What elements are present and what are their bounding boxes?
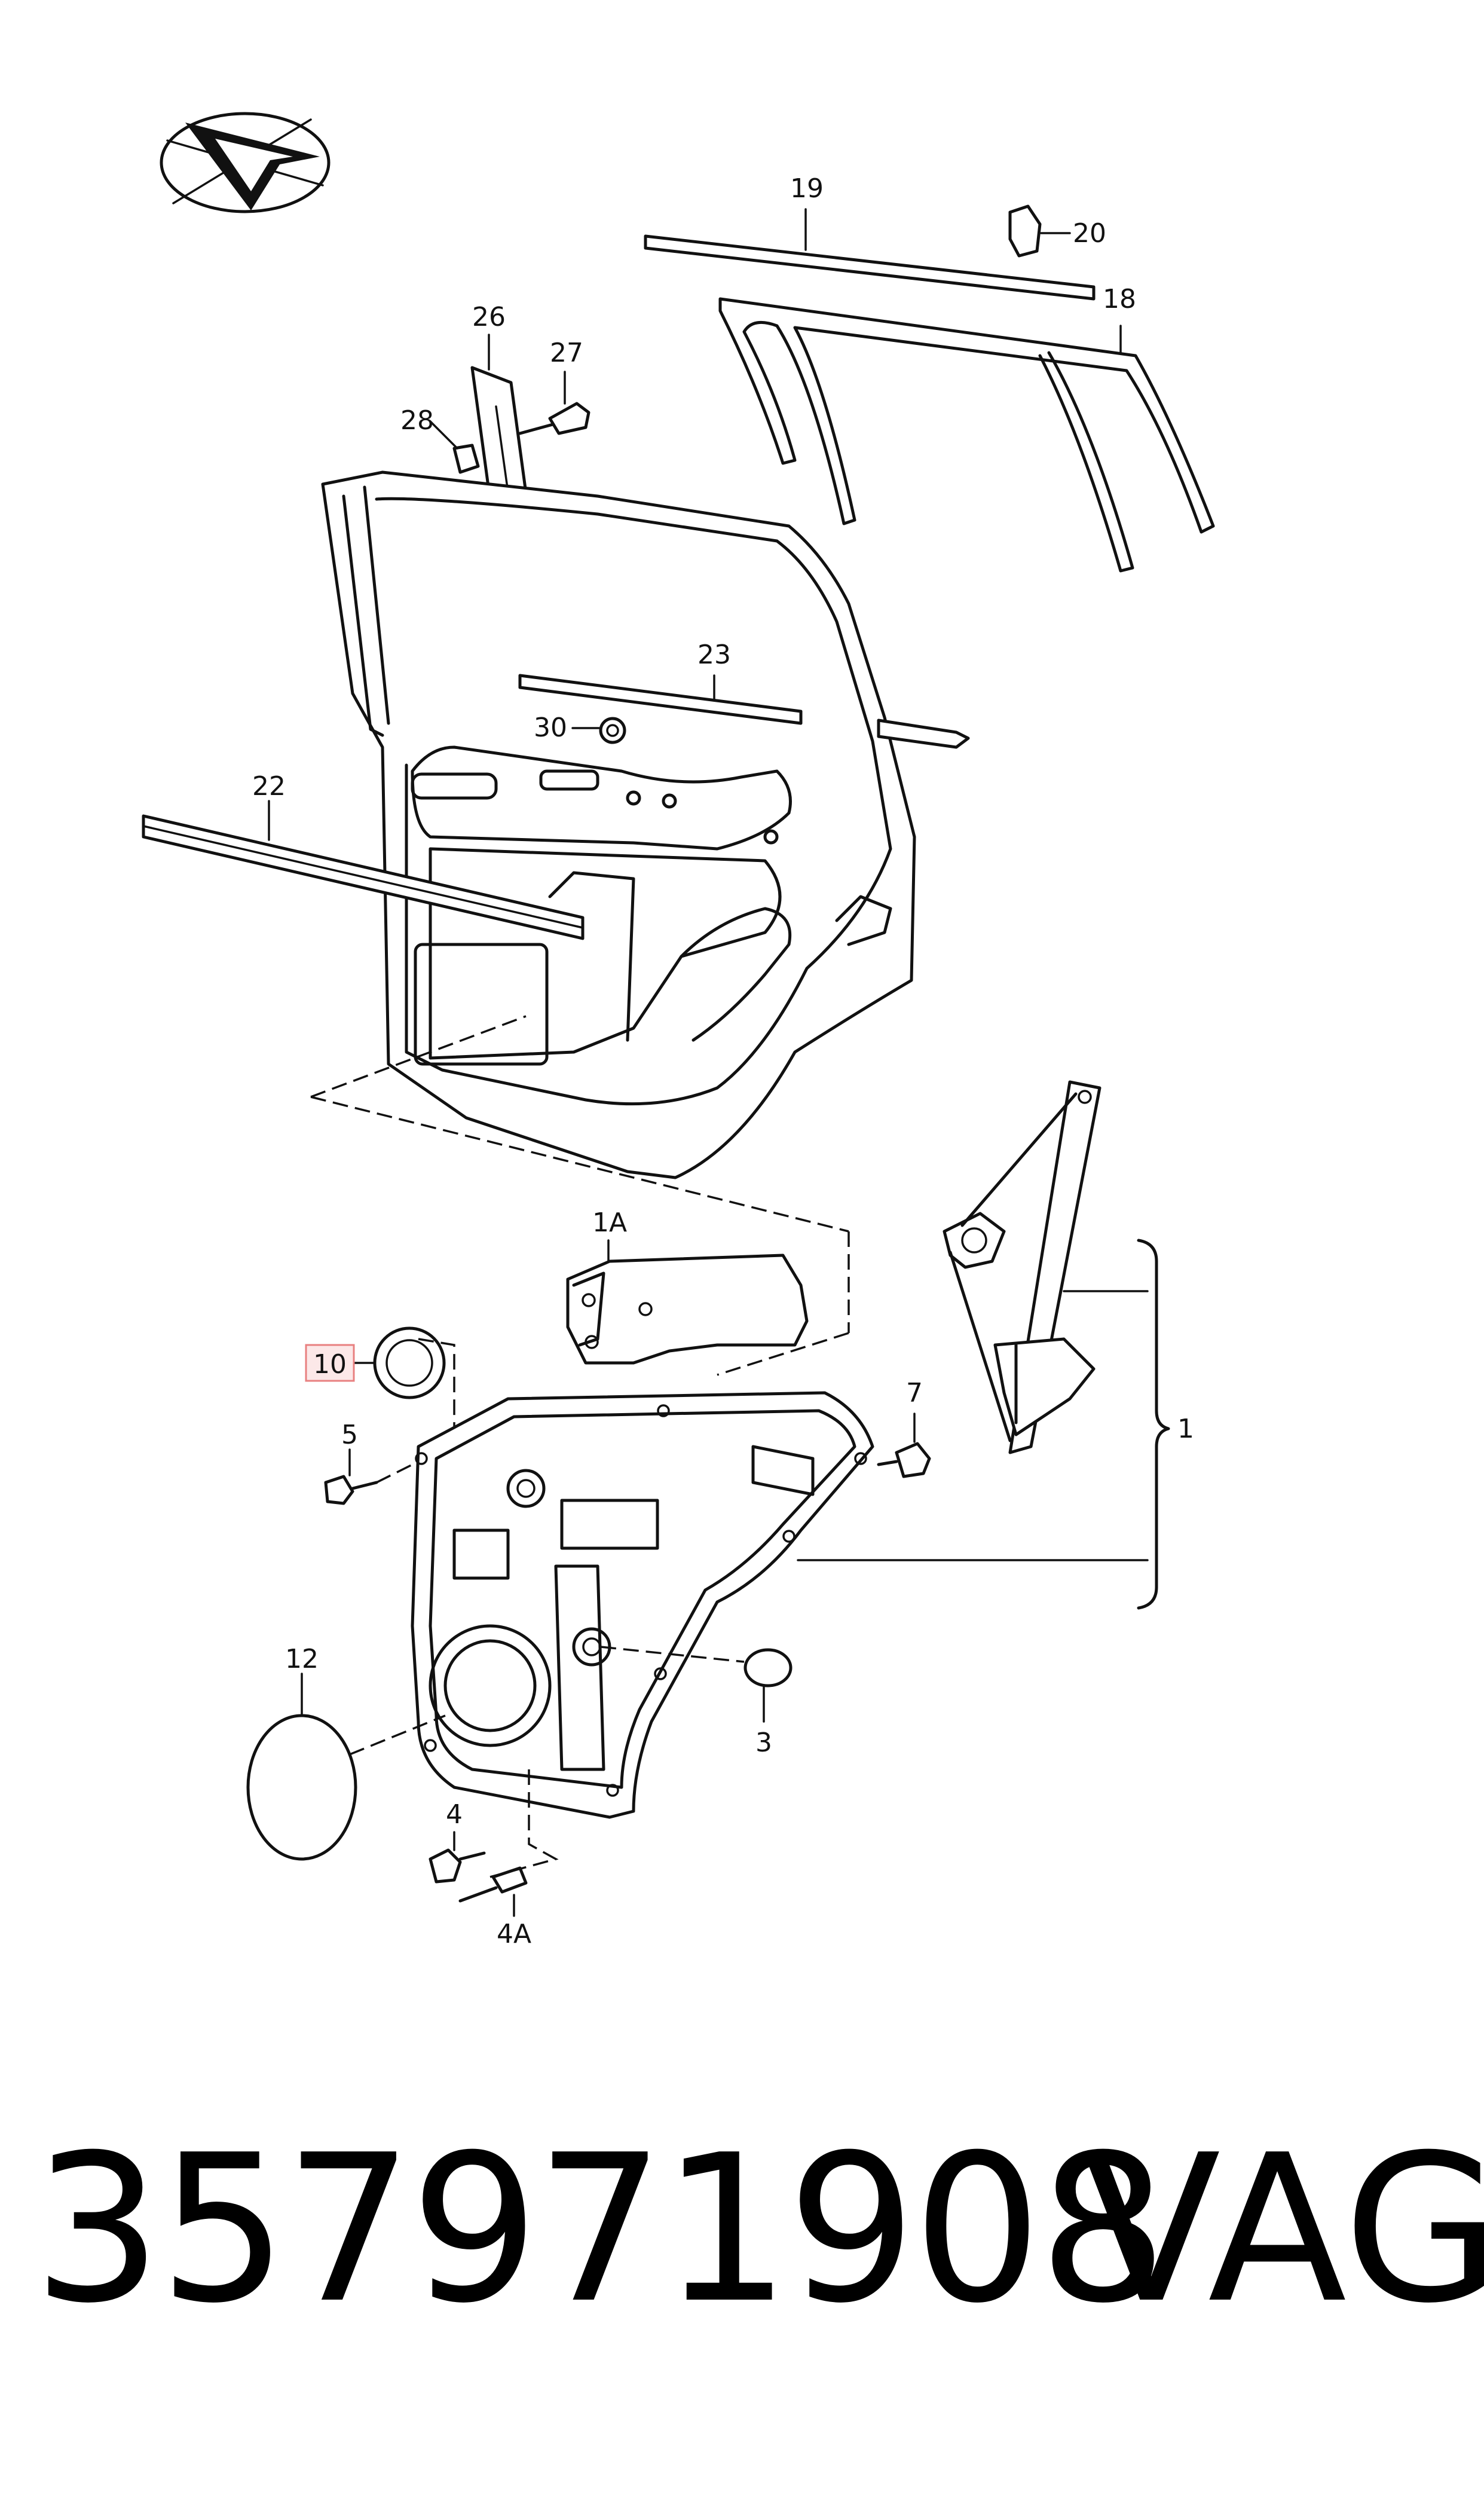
part-4-bolt <box>429 1848 486 1884</box>
callout-7: 7 <box>906 1378 923 1408</box>
callout-4: 4 <box>446 1799 463 1830</box>
callout-1A: 1A <box>592 1207 627 1238</box>
part-22-outer-strip <box>142 814 585 940</box>
callout-18: 18 <box>1103 284 1136 314</box>
callout-28: 28 <box>400 405 434 436</box>
callout-27: 27 <box>550 338 583 368</box>
part-19-outer-seal <box>644 234 1096 301</box>
callout-10: 10 <box>313 1349 347 1380</box>
part-28-clip <box>452 444 480 474</box>
callout-23: 23 <box>697 640 731 670</box>
part-5-bolt <box>324 1475 378 1505</box>
callout-10-highlight: 10 <box>305 1344 355 1382</box>
callout-3: 3 <box>755 1728 772 1758</box>
part-27-screw <box>518 402 590 435</box>
callout-26: 26 <box>472 302 506 332</box>
door-shell <box>321 470 916 1179</box>
part-10-seal-ring <box>373 1326 446 1399</box>
callout-22: 22 <box>252 771 286 802</box>
part-7-clip <box>877 1442 931 1478</box>
callout-12: 12 <box>285 1644 319 1674</box>
part-1A-bracket <box>566 1254 809 1365</box>
part-4A-rivet <box>458 1866 528 1903</box>
door-module-panel <box>411 1391 874 1819</box>
part-1-window-regulator <box>943 1080 1101 1454</box>
callout-20: 20 <box>1073 218 1106 249</box>
callout-4A: 4A <box>497 1919 531 1949</box>
brand-name: VAG <box>1082 2111 1484 2348</box>
callout-1: 1 <box>1177 1414 1194 1444</box>
part-30-grommet <box>599 717 626 744</box>
callout-19: 19 <box>790 173 824 204</box>
part-number: 357971908 <box>33 2111 1168 2348</box>
callout-30: 30 <box>534 713 567 743</box>
part-23-inner-seal <box>518 674 970 749</box>
direction-arrow-icon <box>160 112 331 213</box>
part-18-window-channel <box>718 297 1215 573</box>
callout-5: 5 <box>341 1420 358 1450</box>
part-12-cover-disc <box>246 1714 357 1861</box>
part-3-grommet <box>743 1648 793 1687</box>
part-20-clip <box>1008 204 1042 258</box>
